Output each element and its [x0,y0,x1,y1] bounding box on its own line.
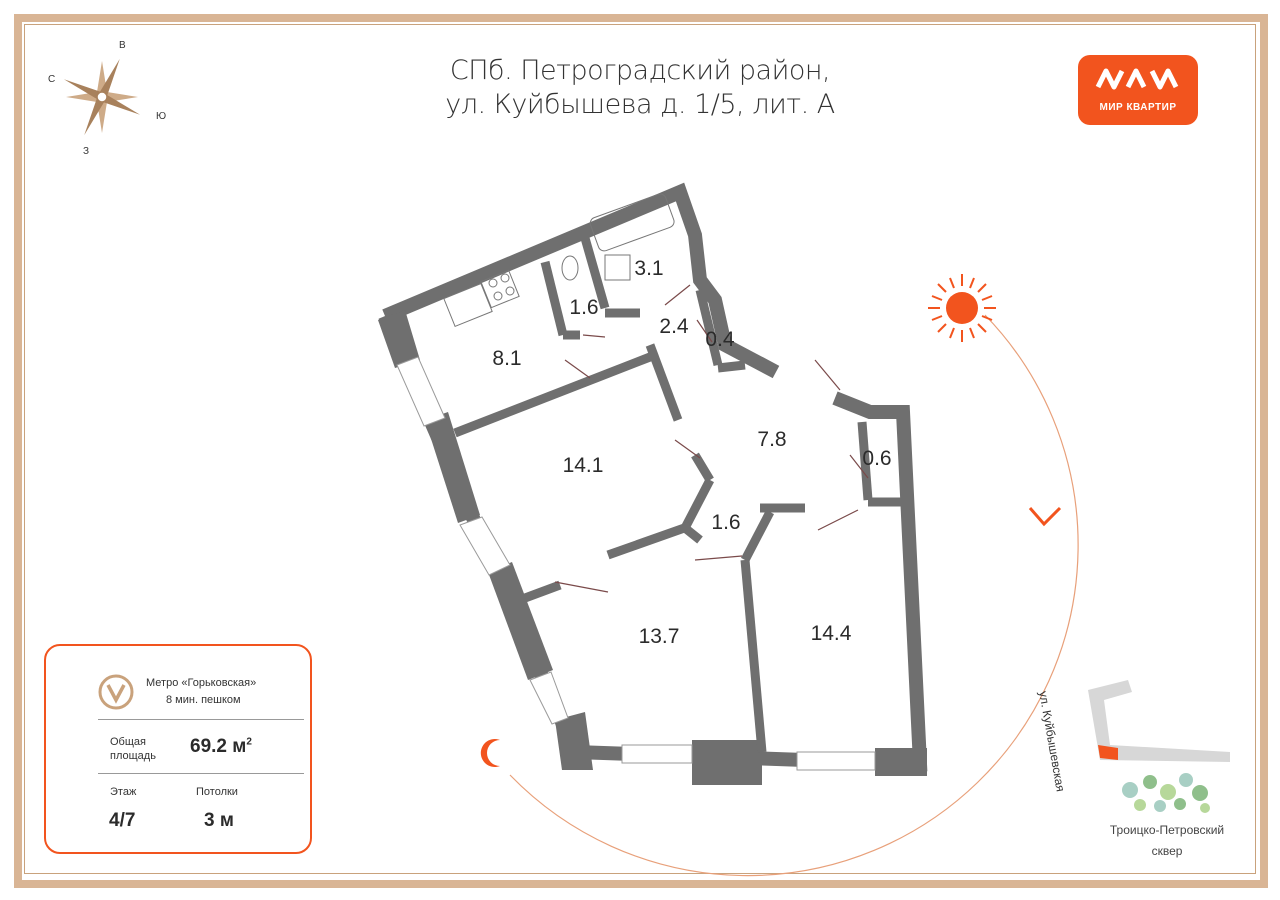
compass-west-label: С [48,74,56,85]
room-area-bathroom: 3.1 [634,257,664,280]
room-area-hallway: 1.6 [711,511,741,534]
floor-label: Этаж [110,786,137,798]
sun-arc [509,314,1079,877]
room-area-kitchen: 8.1 [492,347,522,370]
area-value-text: 69.2 м [190,736,247,757]
sun-icon [928,274,996,342]
outer-frame [14,14,1268,888]
door-swings [554,284,869,593]
brand-logo: МИР КВАРТИР [1078,55,1198,125]
area-label: Общая площадь [110,735,156,763]
moon-icon [480,739,500,767]
fixtures [443,193,675,328]
area-label-line-1: Общая [110,736,146,748]
compass-north-label: В [119,40,126,51]
divider [98,719,304,720]
room-area-corridor: 2.4 [659,315,689,338]
title-line-2: ул. Куйбышева д. 1/5, лит. А [445,89,835,120]
wall-blocks [378,310,927,785]
room-area-living-room: 14.4 [810,622,852,645]
room-area-bedroom-1: 14.1 [562,454,604,477]
room-area-bedroom-2: 13.7 [638,625,680,648]
ceiling-value: 3 м [204,810,234,831]
page-title: СПб. Петроградский район, ул. Куйбышева … [420,54,860,122]
arrow-down-icon [1028,506,1062,527]
compass-rose-icon [63,58,141,136]
logo-icon [1095,68,1179,90]
square-label-line-1: Троицко-Петровский [1109,823,1225,837]
stove-icon [480,269,520,309]
metro-walk-time: 8 мин. пешком [166,694,241,706]
inner-walls [453,236,905,753]
area-value: 69.2 м2 [190,736,252,758]
compass-south-label: З [83,146,90,157]
compass-east-label: Ю [156,111,167,122]
area-unit-sup: 2 [246,736,252,748]
windows [396,356,876,771]
map-buildings [1088,680,1230,762]
tree-icons [1122,773,1210,813]
bathtub-icon [589,193,675,252]
metro-name: Метро «Горьковская» [146,677,257,689]
area-label-line-2: площадь [110,750,156,762]
ceiling-label: Потолки [196,786,238,798]
floor-value: 4/7 [109,810,136,831]
room-area-closet-2: 0.6 [862,447,892,470]
divider [98,773,304,774]
room-area-closet-1: 0.4 [705,328,735,351]
sink-icon [443,282,493,328]
title-line-1: СПб. Петроградский район, [449,55,831,86]
square-label: Троицко-Петровский сквер [1092,820,1242,862]
building-marker [1098,745,1118,760]
toilet-icon [561,255,579,281]
info-card: Метро «Горьковская» 8 мин. пешком Общая … [44,644,312,854]
room-area-hall: 7.8 [757,428,787,451]
metro-icon [98,674,134,710]
square-label-line-2: сквер [1151,844,1183,858]
inner-frame [24,24,1256,874]
washbasin-icon [604,254,631,281]
logo-text: МИР КВАРТИР [1099,102,1177,113]
room-area-toilet: 1.6 [569,296,599,319]
